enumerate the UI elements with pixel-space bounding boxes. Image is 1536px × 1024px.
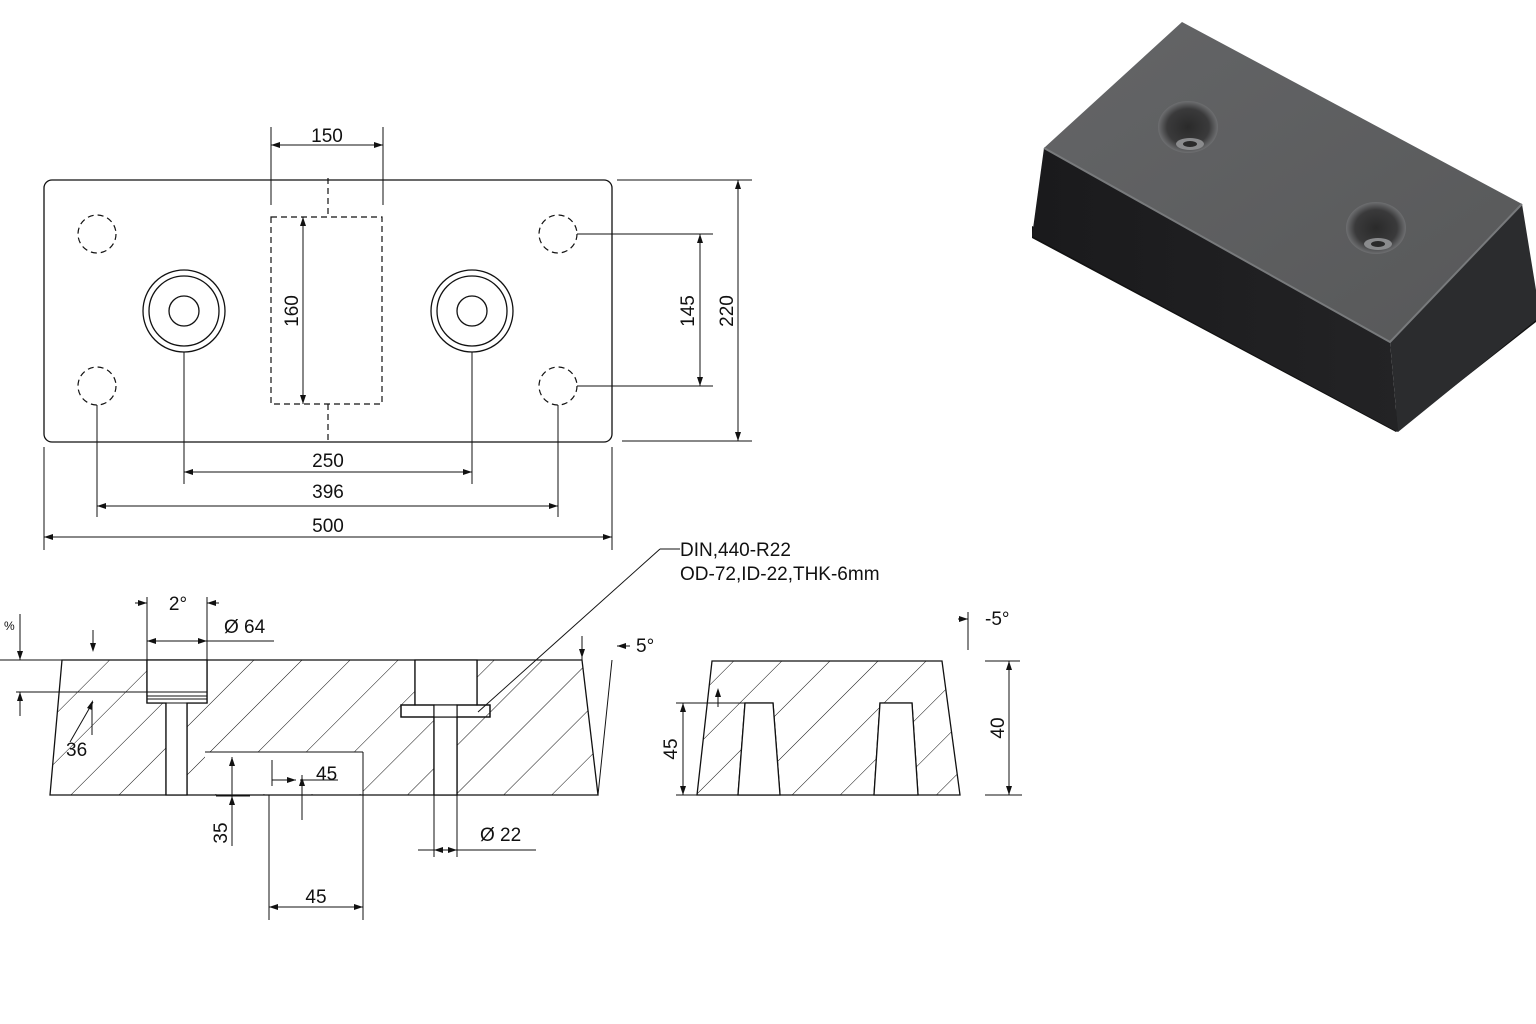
dim-diameter-22: Ø 22 xyxy=(480,825,521,846)
dim-percent-mark: % xyxy=(4,619,15,633)
bolt-hole-right xyxy=(430,269,514,353)
section-view: 2° Ø 64 % 36 35 45 xyxy=(0,540,880,920)
end-view-body xyxy=(696,660,961,796)
top-view-outline xyxy=(43,179,613,443)
dim-35: 35 xyxy=(211,822,232,843)
dim-45-bottom: 45 xyxy=(305,887,326,908)
dim-diameter-64: Ø 64 xyxy=(224,617,266,638)
dim-250: 250 xyxy=(312,451,344,472)
block-top-face xyxy=(1044,22,1522,342)
dim-500: 500 xyxy=(312,516,344,537)
dim-220: 220 xyxy=(717,295,738,327)
dashed-hole-bottom-left xyxy=(77,366,117,406)
bolt-hole-left xyxy=(142,269,226,353)
block-hole-left xyxy=(1158,101,1218,153)
dim-145: 145 xyxy=(678,295,699,327)
dashed-cutout xyxy=(270,216,383,405)
note-din-line1: DIN,440-R22 xyxy=(680,540,791,561)
dim-160: 160 xyxy=(282,295,303,327)
block-3d-render xyxy=(1032,22,1536,432)
dim-2-deg: 2° xyxy=(169,594,187,615)
dim-minus-5-deg: -5° xyxy=(985,609,1010,630)
dim-36: 36 xyxy=(66,740,87,761)
dim-45-end: 45 xyxy=(661,738,682,759)
dim-45-small: 45 xyxy=(316,764,337,785)
dim-5-deg-side: 5° xyxy=(636,636,654,657)
block-hole-right xyxy=(1346,202,1406,254)
dim-40-end: 40 xyxy=(988,717,1009,738)
block-side-face xyxy=(1390,204,1536,432)
block-front-face xyxy=(1032,148,1398,432)
dashed-hole-top-left xyxy=(77,214,117,254)
dashed-hole-top-right xyxy=(538,214,578,254)
note-din-line2: OD-72,ID-22,THK-6mm xyxy=(680,564,880,585)
dashed-hole-bottom-right xyxy=(538,366,578,406)
dim-396: 396 xyxy=(312,482,344,503)
end-view: 45 40 -5° xyxy=(661,609,1022,796)
top-view: 150 160 145 220 250 396 500 xyxy=(43,126,752,550)
dim-150: 150 xyxy=(311,126,343,147)
